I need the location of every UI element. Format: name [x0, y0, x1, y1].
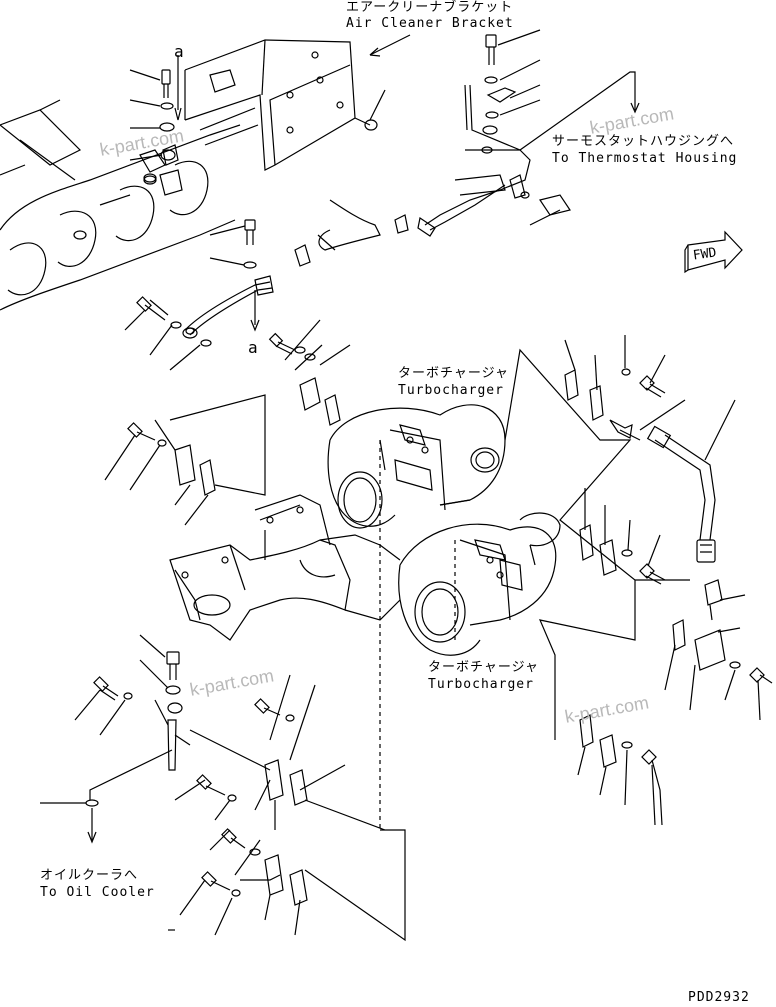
- bolt-set-right-upper: [564, 335, 686, 441]
- exhaust-elbow: [169, 494, 401, 641]
- leader-frame-right: [439, 348, 636, 740]
- bolt-set-right-lower: [577, 714, 663, 826]
- bolt-set-mid-left: [182, 219, 274, 339]
- air-cleaner-bracket: [184, 39, 386, 171]
- bolt-set-center-upper: [268, 319, 351, 426]
- bolt-set-top-left: [129, 55, 182, 183]
- fwd-arrow-icon: [684, 230, 743, 274]
- ref-label-a-mid: a: [248, 338, 259, 357]
- leader-air-cleaner: [369, 34, 411, 57]
- label-turbocharger-2-en: Turbocharger: [428, 677, 534, 692]
- oil-return-fittings: [635, 579, 773, 721]
- label-oil-cooler-en: To Oil Cooler: [40, 885, 155, 900]
- turbocharger-2: [398, 512, 561, 656]
- exhaust-manifold: [0, 99, 241, 311]
- label-thermostat-jp: サーモスタットハウジングへ: [552, 134, 735, 149]
- label-thermostat-en: To Thermostat Housing: [552, 151, 738, 166]
- pipe-upper: [294, 84, 531, 267]
- label-oil-cooler-jp: オイルクーラへ: [40, 868, 139, 883]
- dashed-guides: [379, 440, 456, 830]
- label-turbocharger-1-jp: ターボチャージャ: [398, 366, 509, 381]
- label-turbocharger-2-jp: ターボチャージャ: [428, 660, 539, 675]
- bolt-set-lower-center: [104, 394, 406, 942]
- turbocharger-1: [327, 404, 506, 529]
- bolt-set-right-mid: [579, 488, 666, 585]
- ref-label-a-top: a: [174, 42, 185, 61]
- bolt-set-top-right: [481, 29, 571, 226]
- thermostat-leader: [465, 71, 640, 151]
- label-air-cleaner-bracket-en: Air Cleaner Bracket: [346, 16, 514, 31]
- bolt-set-left-row: [124, 296, 212, 371]
- drawing-code: PDD2932: [688, 990, 750, 1005]
- oil-feed-hose: [646, 399, 736, 563]
- label-air-cleaner-bracket-jp: エアークリーナブラケット: [346, 0, 514, 15]
- label-turbocharger-1-en: Turbocharger: [398, 383, 504, 398]
- bolt-set-lower-left: [40, 634, 191, 844]
